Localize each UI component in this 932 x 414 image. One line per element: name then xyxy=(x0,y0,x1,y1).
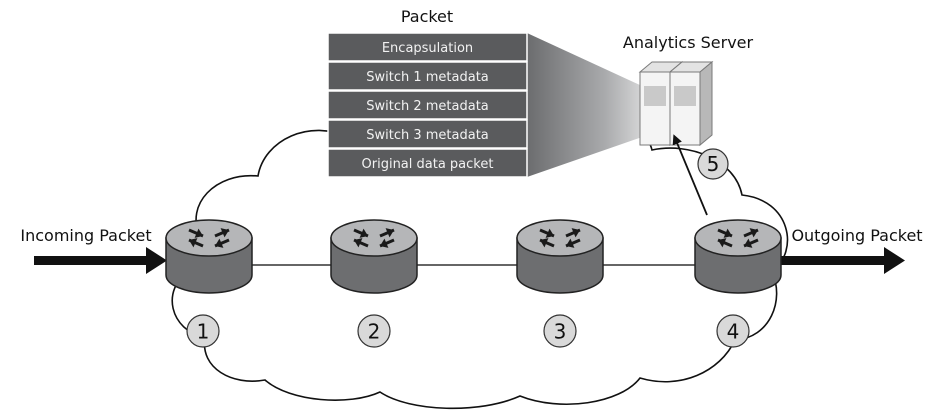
switch-number: 2 xyxy=(368,320,381,344)
packet-row-label: Encapsulation xyxy=(382,41,473,56)
switch-2-icon xyxy=(330,219,418,294)
packet-row-label: Switch 1 metadata xyxy=(366,70,489,85)
analytics-server-label: Analytics Server xyxy=(623,33,754,52)
incoming-packet-label: Incoming Packet xyxy=(20,226,151,245)
outgoing-packet-label: Outgoing Packet xyxy=(791,226,922,245)
packet-row-encapsulation: Encapsulation xyxy=(327,32,528,62)
switch-2-badge: 2 xyxy=(357,314,391,348)
packet-row-switch-2: Switch 2 metadata xyxy=(327,90,528,120)
server-number-badge: 5 xyxy=(697,148,729,180)
packet-stack: Encapsulation Switch 1 metadata Switch 2… xyxy=(327,32,528,178)
switch-4-icon xyxy=(694,219,782,294)
switch-3-icon xyxy=(516,219,604,294)
packet-row-label: Switch 3 metadata xyxy=(366,128,489,143)
switch-1-icon xyxy=(165,219,253,294)
switch-number: 4 xyxy=(727,320,740,344)
switch-number: 3 xyxy=(554,320,567,344)
outgoing-arrow xyxy=(780,247,905,274)
server-number: 5 xyxy=(707,152,720,176)
switch-4-badge: 4 xyxy=(716,314,750,348)
switch-1-badge: 1 xyxy=(186,314,220,348)
incoming-arrow xyxy=(34,247,167,274)
switches xyxy=(165,219,782,294)
switch-to-server-arrow xyxy=(672,134,708,216)
server-icon xyxy=(638,60,714,147)
packet-title: Packet xyxy=(401,7,453,26)
switch-3-badge: 3 xyxy=(543,314,577,348)
switch-number-badges: 1 2 3 4 xyxy=(186,314,750,348)
packet-row-switch-1: Switch 1 metadata xyxy=(327,61,528,91)
packet-row-switch-3: Switch 3 metadata xyxy=(327,119,528,149)
switch-number: 1 xyxy=(197,320,210,344)
packet-beam xyxy=(527,33,668,177)
packet-row-label: Original data packet xyxy=(362,157,494,172)
packet-row-label: Switch 2 metadata xyxy=(366,99,489,114)
packet-row-original: Original data packet xyxy=(327,148,528,178)
